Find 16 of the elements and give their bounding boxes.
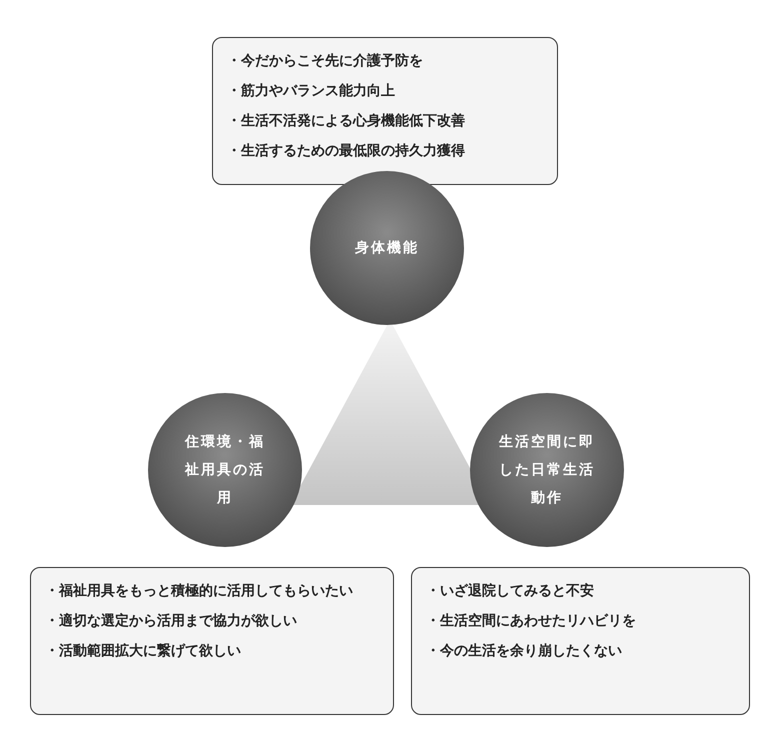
circle-label: 身体機能 (355, 239, 419, 258)
callout-box (411, 567, 750, 715)
callout-box (30, 567, 394, 715)
bullet-text: ・今の生活を余り崩したくない (426, 642, 623, 661)
circle-label: 住環境・福祉用具の活用 (184, 432, 266, 508)
bullet-text: ・生活するための最低限の持久力獲得 (227, 142, 466, 161)
bullet-text: ・適切な選定から活用まで協力が欲しい (45, 612, 298, 631)
bullet-text: ・今だからこそ先に介護予防を (227, 52, 424, 71)
callout-box (212, 37, 558, 185)
bullet-text: ・いざ退院してみると不安 (426, 582, 595, 601)
bullet-text: ・福祉用具をもっと積極的に活用してもらいたい (45, 582, 354, 601)
bullet-text: ・生活空間にあわせたリハビリを (426, 612, 637, 631)
circle-label: 生活空間に即した日常生活動作 (498, 432, 596, 508)
bullet-text: ・筋力やバランス能力向上 (227, 82, 396, 101)
bullet-text: ・生活不活発による心身機能低下改善 (227, 112, 466, 131)
bullet-text: ・活動範囲拡大に繋げて欲しい (45, 642, 242, 661)
